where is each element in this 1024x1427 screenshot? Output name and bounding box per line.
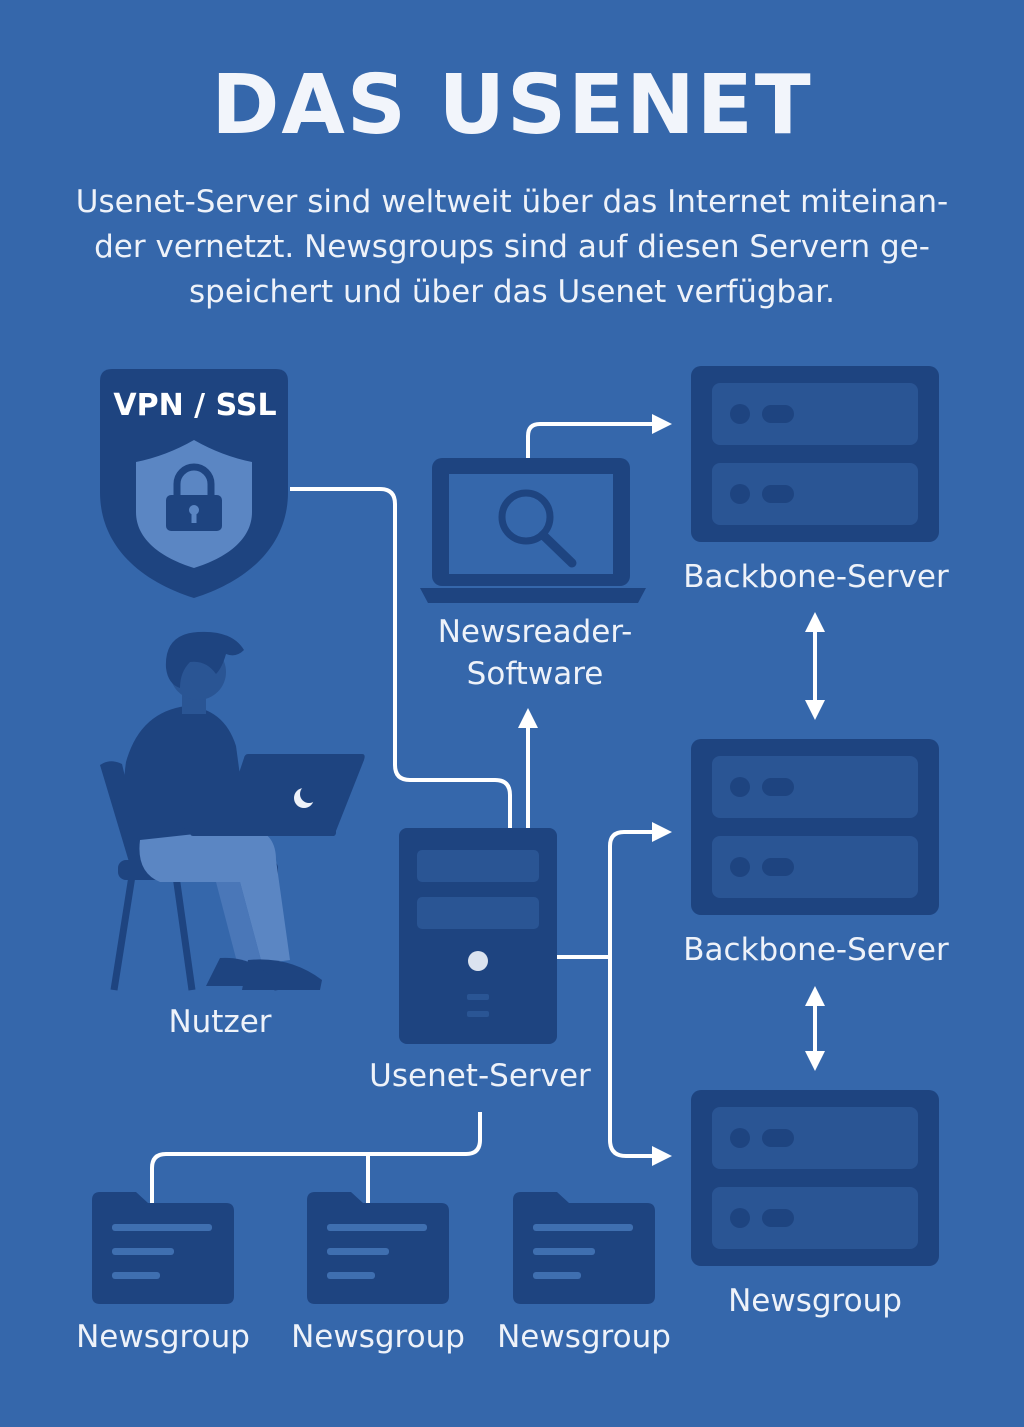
page-title: DAS USENET <box>211 58 813 153</box>
newsgroup-folder-icon-3 <box>513 1192 655 1304</box>
intro-paragraph: Usenet-Server sind weltweit über das Int… <box>60 180 964 315</box>
right-newsgroup-label: Newsgroup <box>728 1283 902 1319</box>
usenet-server-tower-icon <box>399 828 557 1044</box>
newsreader-label-line: Software <box>466 656 604 692</box>
backbone-server-2-label: Backbone-Server <box>683 932 949 968</box>
newsgroup-folder-icon-2 <box>307 1192 449 1304</box>
newsreader-laptop-icon <box>420 458 646 603</box>
backbone-server-1-label: Backbone-Server <box>683 559 949 595</box>
newsreader-label-line: Newsreader- <box>437 614 633 650</box>
intro-line: der vernetzt. Newsgroups sind auf diesen… <box>94 229 930 265</box>
connector-lines <box>150 414 825 1203</box>
newsgroup-label-1: Newsgroup <box>76 1319 250 1355</box>
vpn-label: VPN / SSL <box>113 388 277 423</box>
intro-line: speichert und über das Usenet verfügbar. <box>188 274 835 310</box>
magnifier-icon <box>498 489 577 568</box>
lock-icon <box>166 463 222 531</box>
user-label: Nutzer <box>168 1004 272 1040</box>
server-to-newsgroup-arrow <box>608 1139 672 1166</box>
user-with-laptop-icon <box>100 631 365 991</box>
backbone-server-2-icon <box>691 739 939 915</box>
newsgroup-folder-icon-1 <box>92 1192 234 1304</box>
backbone-server-1-icon <box>691 366 939 542</box>
intro-line: Usenet-Server sind weltweit über das Int… <box>75 184 949 220</box>
vpn-to-server-line <box>290 487 512 828</box>
usenet-server-label: Usenet-Server <box>369 1058 591 1094</box>
vpn-shield-icon <box>100 369 288 598</box>
newsgroup-label-2: Newsgroup <box>291 1319 465 1355</box>
newsreader-to-backbone-arrow <box>526 414 672 458</box>
server-to-newsgroups-tree <box>150 1112 482 1203</box>
newsgroup-server-icon <box>691 1090 939 1266</box>
newsreader-label: Newsreader- Software <box>420 611 650 695</box>
newsgroup-label-3: Newsgroup <box>497 1319 671 1355</box>
server-to-backbone-2-arrow <box>608 822 672 1140</box>
